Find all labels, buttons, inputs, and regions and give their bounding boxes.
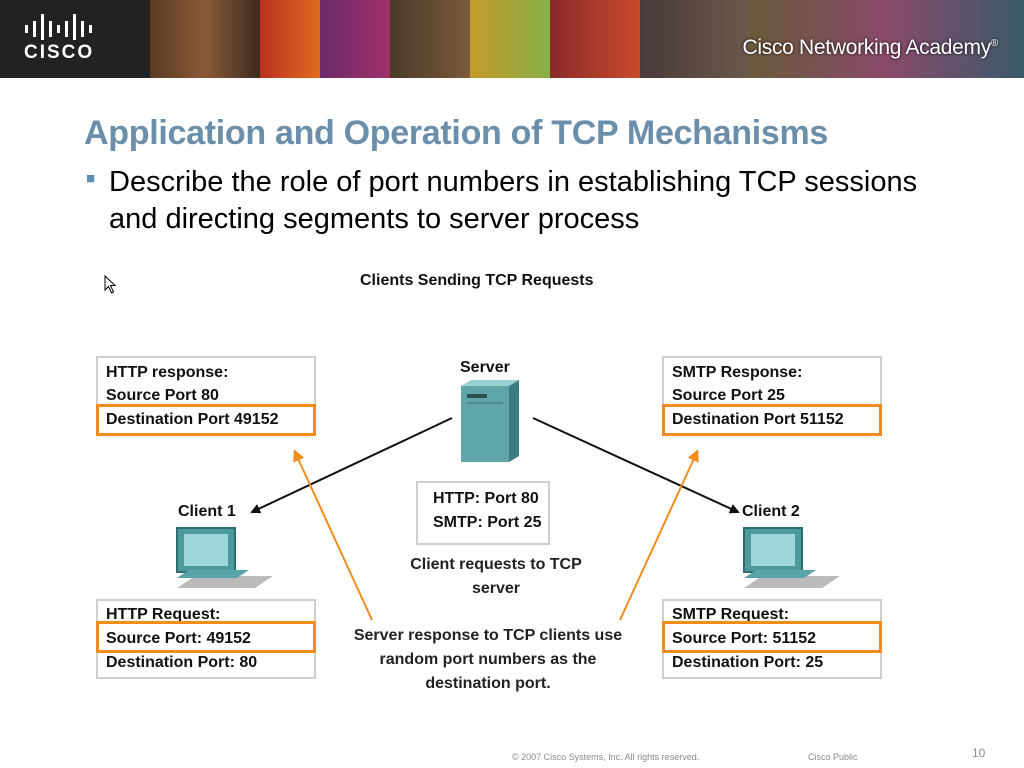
footer-classification: Cisco Public (808, 752, 858, 762)
banner-photo (550, 0, 640, 78)
banner-photo (390, 0, 470, 78)
mouse-pointer-icon (104, 275, 117, 294)
http-request-box: HTTP Request: Source Port: 49152 Destina… (96, 599, 316, 679)
server-ports-box: HTTP: Port 80 SMTP: Port 25 (416, 481, 550, 545)
smtp-request-box: SMTP Request: Source Port: 51152 Destina… (662, 599, 882, 679)
academy-title: Cisco Networking Academy® (742, 36, 999, 59)
server-icon (461, 380, 519, 462)
figure-title: Clients Sending TCP Requests (360, 272, 594, 289)
page-number: 10 (972, 746, 986, 760)
cisco-logo: CISCO (0, 0, 150, 78)
caption-response-line1: Server response to TCP clients use (353, 627, 623, 644)
server-port-http: HTTP: Port 80 (433, 490, 539, 507)
banner-photo (260, 0, 320, 78)
http-response-line2: Source Port 80 (106, 387, 219, 404)
smtp-response-line3: Destination Port 51152 (672, 411, 844, 428)
smtp-response-highlight (662, 404, 882, 436)
banner-photo (640, 0, 750, 78)
smtp-request-line2: Source Port: 51152 (672, 630, 817, 647)
caption-response-line3: destination port. (425, 675, 551, 692)
response-arrow-left (293, 449, 373, 621)
http-request-line3: Destination Port: 80 (106, 654, 258, 671)
http-request-highlight (96, 621, 316, 653)
http-response-highlight (96, 404, 316, 436)
caption-response-line2: random port numbers as the (379, 651, 597, 668)
banner-photo (750, 0, 1024, 78)
banner-photo (470, 0, 550, 78)
http-response-box: HTTP response: Source Port 80 Destinatio… (96, 356, 316, 436)
http-request-line2: Source Port: 49152 (106, 630, 251, 647)
caption-server-response: Server response to TCP clients use rando… (322, 624, 654, 696)
client2-label: Client 2 (742, 503, 800, 520)
bullet-text: Describe the role of port numbers in est… (109, 166, 918, 235)
smtp-request-line1: SMTP Request: (672, 606, 790, 623)
caption-requests-line1: Client requests to TCP (410, 556, 582, 573)
response-arrow-right (619, 449, 699, 621)
header-banner: CISCO Cisco Networking Academy® (0, 0, 1024, 78)
smtp-response-line2: Source Port 25 (672, 387, 785, 404)
banner-photo (320, 0, 390, 78)
server-label: Server (460, 359, 510, 376)
smtp-request-highlight (662, 621, 882, 653)
cisco-logo-text: CISCO (24, 42, 95, 63)
smtp-request-line3: Destination Port: 25 (672, 654, 824, 671)
http-response-line1: HTTP response: (106, 364, 229, 381)
client1-label: Client 1 (178, 503, 236, 520)
http-request-line1: HTTP Request: (106, 606, 221, 623)
server-port-smtp: SMTP: Port 25 (433, 514, 542, 531)
caption-client-requests: Client requests to TCP server (380, 553, 612, 601)
client2-computer-icon (743, 527, 840, 588)
smtp-response-line1: SMTP Response: (672, 364, 803, 381)
footer-copyright: © 2007 Cisco Systems, Inc. All rights re… (512, 752, 700, 762)
banner-photo (150, 0, 260, 78)
server-to-client2-arrow (532, 417, 740, 514)
page-title: Application and Operation of TCP Mechani… (84, 114, 829, 152)
bullet-marker-icon: ■ (86, 170, 96, 187)
http-response-line3: Destination Port 49152 (106, 411, 279, 428)
client1-computer-icon (176, 527, 273, 588)
cisco-bridge-icon (25, 14, 92, 40)
caption-requests-line2: server (471, 580, 521, 597)
smtp-response-box: SMTP Response: Source Port 25 Destinatio… (662, 356, 882, 436)
server-to-client1-arrow (250, 417, 453, 514)
